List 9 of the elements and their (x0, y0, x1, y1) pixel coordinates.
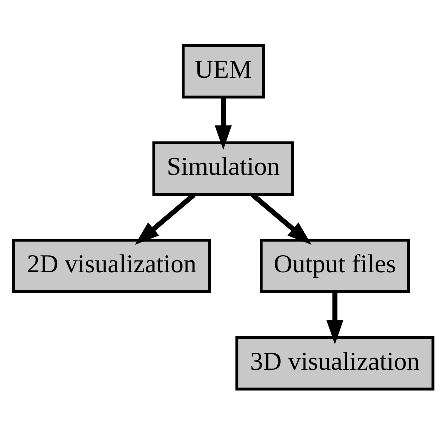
node-box: 3D visualization (236, 336, 435, 391)
node-box: Simulation (152, 142, 294, 196)
node-box: UEM (182, 44, 266, 99)
node-box: 2D visualization (12, 238, 212, 294)
arrow (251, 193, 312, 245)
arrow (326, 292, 344, 345)
arrow (214, 98, 232, 150)
arrow (135, 193, 196, 245)
node-box: Output files (260, 238, 410, 294)
